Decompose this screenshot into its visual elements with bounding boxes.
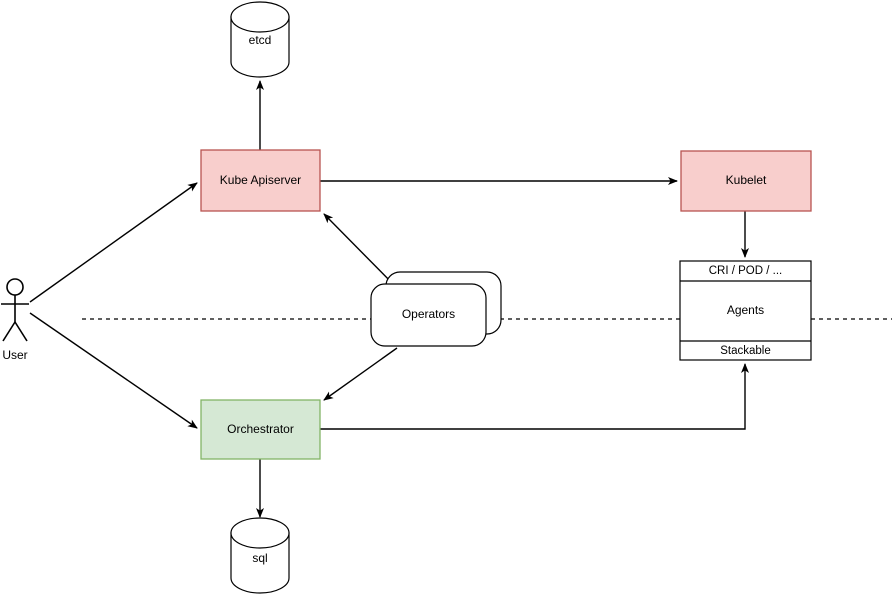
node-user[interactable]: User	[1, 278, 29, 362]
etcd-label: etcd	[249, 33, 272, 47]
edge-user-to-orchestrator	[29, 312, 198, 429]
edge-operators-to-kube-apiserver	[323, 213, 398, 289]
orchestrator-label: Orchestrator	[227, 422, 294, 436]
node-kubelet[interactable]: Kubelet	[680, 150, 812, 212]
user-head-icon	[6, 278, 24, 296]
agents-body-label: Agents	[727, 303, 764, 317]
node-operators[interactable]: Operators	[370, 271, 502, 347]
kube-apiserver-box[interactable]	[200, 149, 321, 212]
sql-label: sql	[252, 551, 267, 565]
user-label: User	[2, 348, 27, 362]
node-kube-apiserver[interactable]: Kube Apiserver	[200, 149, 321, 212]
node-orchestrator[interactable]: Orchestrator	[200, 399, 321, 460]
edge-orchestrator-to-stackable	[320, 363, 749, 430]
kube-apiserver-label: Kube Apiserver	[220, 173, 301, 187]
agents-footer-label: Stackable	[720, 345, 771, 357]
node-agents[interactable]: CRI / POD / ... Agents Stackable	[679, 260, 812, 361]
node-etcd[interactable]: etcd	[230, 1, 290, 78]
kubelet-box[interactable]	[680, 150, 812, 212]
user-left-leg-icon	[2, 321, 16, 342]
agents-header-label: CRI / POD / ...	[709, 265, 782, 277]
kubelet-label: Kubelet	[726, 173, 767, 187]
agents-box[interactable]	[679, 260, 812, 361]
orchestrator-box[interactable]	[200, 399, 321, 460]
node-sql[interactable]: sql	[230, 517, 290, 594]
operators-label: Operators	[402, 307, 455, 321]
edge-user-to-kube-apiserver	[29, 182, 198, 303]
operators-front-card[interactable]	[370, 283, 487, 347]
user-right-leg-icon	[14, 321, 28, 342]
edge-operators-to-orchestrator	[323, 347, 398, 401]
